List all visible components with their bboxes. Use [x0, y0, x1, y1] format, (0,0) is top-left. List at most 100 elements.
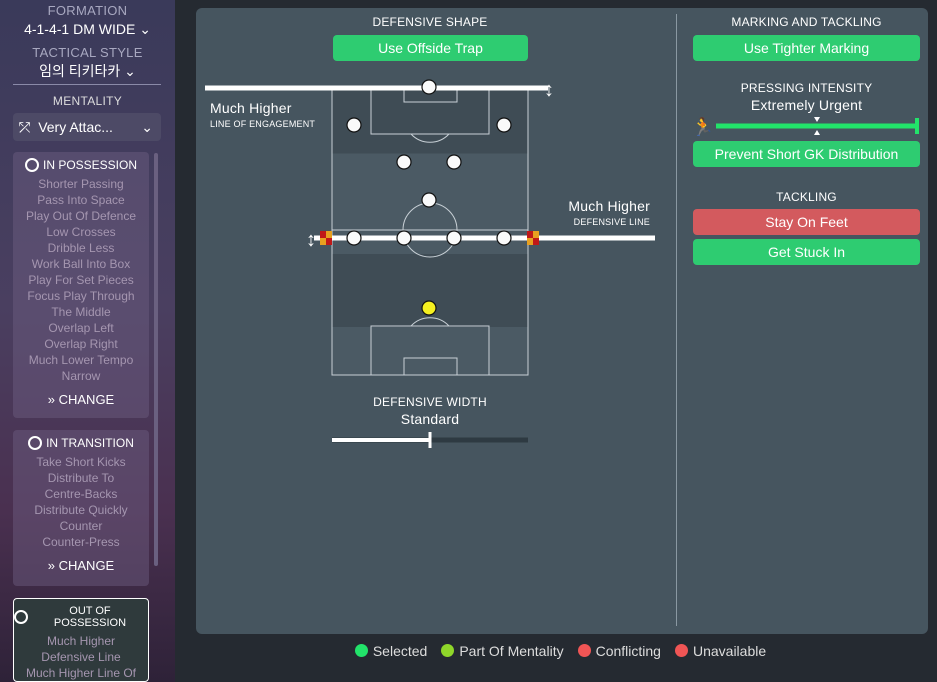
- instruction-item: Play For Set Pieces: [28, 273, 134, 287]
- legend-item: Selected: [354, 643, 428, 659]
- instruction-item: Shorter Passing: [38, 177, 124, 191]
- tackling-label: TACKLING: [776, 190, 837, 204]
- ball-icon: [24, 158, 39, 172]
- legend-label: Selected: [372, 643, 428, 659]
- pressing-intensity-label: PRESSING INTENSITY: [740, 81, 873, 95]
- player-marker[interactable]: [496, 117, 512, 133]
- pressing-intensity-value: Extremely Urgent: [750, 97, 863, 113]
- defensive-shape-label: DEFENSIVE SHAPE: [372, 15, 488, 29]
- player-marker[interactable]: [346, 230, 362, 246]
- formation-dropdown[interactable]: 4-1-4-1 DM WIDE ⌄: [0, 21, 175, 38]
- offside-flag-icon: [527, 231, 539, 245]
- defensive-line-value: Much Higher: [568, 198, 650, 214]
- legend: Selected Part Of Mentality Conflicting Unav…: [0, 643, 937, 659]
- player-marker[interactable]: [446, 154, 462, 170]
- mentality-label: MENTALITY: [52, 94, 123, 108]
- mentality-marker-icon: [814, 117, 820, 135]
- in-possession-change-button[interactable]: » CHANGE: [47, 392, 115, 407]
- in-transition-change-button[interactable]: » CHANGE: [47, 558, 115, 573]
- defensive-line-label: DEFENSIVE LINE: [573, 217, 650, 227]
- instruction-item: Pass Into Space: [37, 193, 125, 207]
- six-yard-box-bottom: [403, 357, 458, 376]
- instruction-item: Focus Play Through: [27, 289, 135, 303]
- legend-dot-icon: [354, 644, 368, 657]
- drag-handle-icon[interactable]: ↕: [544, 79, 554, 101]
- pitch-band: [332, 254, 528, 327]
- legend-item: Conflicting: [577, 643, 661, 659]
- legend-item: Part Of Mentality: [441, 643, 564, 659]
- chevron-down-icon: ⌄: [124, 63, 136, 79]
- penalty-arc-bottom: [410, 317, 450, 327]
- player-marker[interactable]: [346, 117, 362, 133]
- player-marker[interactable]: [496, 230, 512, 246]
- defence-icon: [14, 610, 28, 624]
- legend-dot-icon: [441, 644, 455, 657]
- instruction-item: Work Ball Into Box: [31, 257, 131, 271]
- divider: [13, 84, 161, 85]
- chevron-down-icon: ⌄: [139, 21, 151, 37]
- chevron-down-icon: ⌄: [141, 118, 153, 135]
- instruction-item: Dribble Less: [47, 241, 115, 255]
- get-stuck-in-button[interactable]: Get Stuck In: [693, 239, 920, 265]
- engagement-label: LINE OF ENGAGEMENT: [210, 119, 316, 129]
- legend-item: Unavailable: [674, 643, 767, 659]
- formation-value: 4-1-4-1 DM WIDE: [24, 21, 136, 37]
- instruction-item: The Middle: [51, 305, 111, 319]
- tighter-marking-button[interactable]: Use Tighter Marking: [693, 35, 920, 61]
- change-label: CHANGE: [58, 392, 115, 407]
- engagement-value: Much Higher: [210, 100, 292, 116]
- offside-trap-button[interactable]: Use Offside Trap: [333, 35, 528, 61]
- instruction-item: Counter-Press: [42, 535, 120, 549]
- transition-icon: [28, 436, 43, 450]
- instruction-item: Counter: [59, 519, 103, 533]
- divider: [676, 14, 677, 626]
- drag-handle-icon[interactable]: ↕: [306, 229, 316, 251]
- defensive-width-value: Standard: [400, 411, 460, 427]
- instruction-item: Much Lower Tempo: [28, 353, 134, 367]
- prevent-short-gk-button[interactable]: Prevent Short GK Distribution: [693, 141, 920, 167]
- change-label: CHANGE: [58, 558, 115, 573]
- player-marker[interactable]: [396, 154, 412, 170]
- tactical-style-label: TACTICAL STYLE: [32, 45, 143, 60]
- in-possession-title: IN POSSESSION: [42, 158, 138, 172]
- legend-dot-icon: [674, 644, 688, 657]
- in-transition-title: IN TRANSITION: [46, 436, 134, 450]
- player-marker[interactable]: [446, 230, 462, 246]
- sidebar-scrollbar[interactable]: [154, 153, 158, 566]
- mentality-icon: ⤱: [19, 118, 31, 135]
- instruction-item: Play Out Of Defence: [25, 209, 137, 223]
- offside-flag-icon: [320, 231, 332, 245]
- instruction-item: Low Crosses: [46, 225, 116, 239]
- player-marker[interactable]: [421, 192, 437, 208]
- sidebar: FORMATION 4-1-4-1 DM WIDE ⌄ TACTICAL STY…: [0, 0, 175, 682]
- instruction-item: Distribute To: [47, 471, 115, 485]
- instruction-item: Overlap Right: [44, 337, 118, 351]
- instruction-item: Much Higher Line Of: [25, 666, 137, 680]
- instruction-item: Defensive Line: [41, 650, 121, 664]
- instruction-item: Take Short Kicks: [36, 455, 126, 469]
- mentality-dropdown[interactable]: ⤱Very Attac...⌄: [13, 113, 161, 141]
- tactical-style-dropdown[interactable]: 임의 티키타카 ⌄: [0, 61, 175, 81]
- player-marker[interactable]: [396, 230, 412, 246]
- instruction-item: Distribute Quickly: [34, 503, 128, 517]
- formation-label: FORMATION: [47, 3, 128, 18]
- running-man-icon: 🏃: [692, 116, 714, 137]
- penalty-arc-top: [410, 133, 450, 143]
- instruction-item: Much Higher: [46, 634, 116, 648]
- player-marker[interactable]: [421, 79, 437, 95]
- legend-dot-icon: [577, 644, 591, 657]
- instruction-item: Centre-Backs: [44, 487, 118, 501]
- marking-tackling-label: MARKING AND TACKLING: [731, 15, 882, 29]
- out-of-possession-panel: [196, 8, 928, 634]
- instruction-item: Narrow: [61, 369, 101, 383]
- legend-label: Unavailable: [692, 643, 767, 659]
- stay-on-feet-button[interactable]: Stay On Feet: [693, 209, 920, 235]
- legend-label: Conflicting: [595, 643, 661, 659]
- out-of-possession-title: OUT OF POSSESSION: [53, 605, 127, 629]
- defensive-width-label: DEFENSIVE WIDTH: [373, 395, 487, 409]
- goalkeeper-marker[interactable]: [421, 300, 437, 316]
- tactical-style-value: 임의 티키타카: [39, 63, 121, 79]
